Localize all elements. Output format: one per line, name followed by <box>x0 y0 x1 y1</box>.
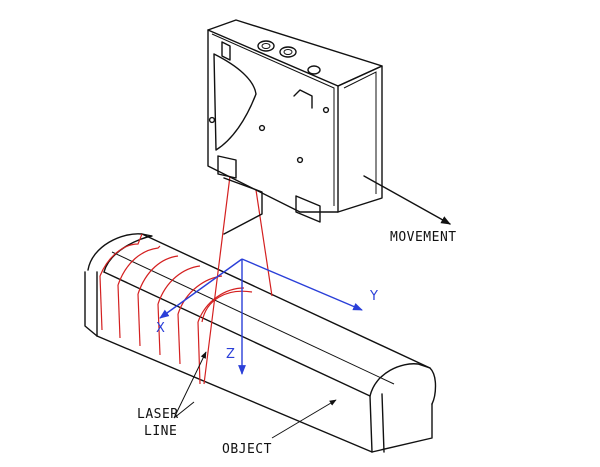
laser-profile-4 <box>157 265 201 305</box>
laser-line-label-1: LASER <box>137 407 179 422</box>
y-axis-arrow <box>241 258 363 311</box>
x-axis-arrow <box>159 258 243 319</box>
x-axis-label: X <box>156 321 165 336</box>
laser-profile-6 <box>197 287 245 323</box>
object-label: OBJECT <box>222 442 272 457</box>
scanned-object <box>84 233 437 453</box>
laser-lines <box>99 175 273 385</box>
laser-profile-1 <box>99 233 143 277</box>
movement-label: MOVEMENT <box>390 230 457 245</box>
object-leader <box>271 399 337 439</box>
coordinate-axes: Y X Z <box>156 258 378 375</box>
laser-profile-active <box>201 290 253 323</box>
object-callout: OBJECT <box>222 399 337 457</box>
laser-fan-right <box>255 189 273 297</box>
y-axis-label: Y <box>369 289 378 304</box>
laser-line-label-2: LINE <box>144 424 177 439</box>
laser-profile-2 <box>117 245 161 286</box>
laser-line-callout: LASER LINE <box>137 351 207 439</box>
laser-profile-3 <box>137 255 179 295</box>
z-axis-label: Z <box>226 347 235 362</box>
laser-sensor-housing <box>207 19 383 235</box>
laser-line-leader <box>173 401 195 419</box>
movement-indicator: MOVEMENT <box>363 175 457 245</box>
movement-arrow <box>363 175 451 225</box>
laser-fan-left <box>203 175 231 385</box>
